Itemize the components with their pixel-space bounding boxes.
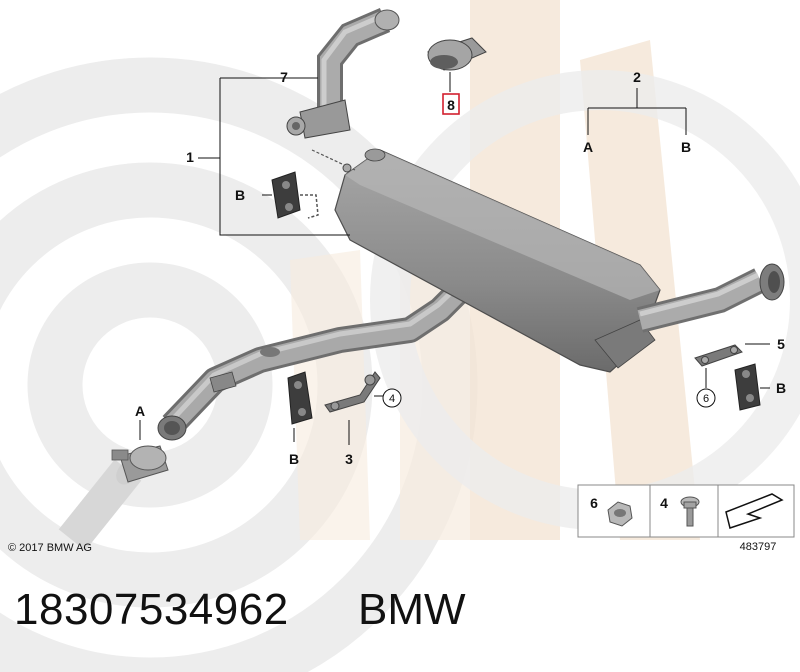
callout-a-group2: A [583,139,593,155]
legend-item-4: 4 [660,495,668,511]
part-number: 18307534962 [14,585,289,634]
callout-b-group1: B [235,187,245,203]
tailpipe-assembly-7 [286,8,400,139]
callout-3: 3 [345,451,353,467]
callout-a-left: A [135,403,145,419]
callout-6-circle [696,388,716,408]
rubber-hanger-right [734,363,761,411]
callout-1: 1 [186,149,194,165]
rubber-hanger-group1 [271,149,356,219]
callout-4-circle [382,388,402,408]
highlight-box-8 [442,93,460,115]
callout-8[interactable]: 8 [447,97,455,113]
legend-box: 6 4 [577,484,795,538]
callout-b-right: B [776,380,786,396]
legend-item-6: 6 [590,495,598,511]
brand-name: BMW [358,585,466,634]
rear-muffler [334,148,785,373]
bracket-3 [324,371,381,413]
callout-6: 6 [703,393,709,405]
direction-arrow-icon [725,493,784,529]
tailpipe-tip-8 [427,37,487,71]
bracket-5 [694,344,743,367]
bolt-icon [680,496,700,527]
callout-b-group2: B [681,139,691,155]
reference-number: 483797 [740,541,777,553]
callout-7: 7 [280,69,288,85]
intermediate-pipe [157,280,470,441]
copyright-text: © 2017 BMW AG [8,542,92,554]
rubber-hanger-mid [287,371,313,425]
callout-2: 2 [633,69,641,85]
callout-4: 4 [389,393,395,405]
callout-b-mid: B [289,451,299,467]
nut-icon [607,501,633,527]
clamp-a [111,445,169,483]
callout-lines [139,72,770,445]
callout-5: 5 [777,336,785,352]
